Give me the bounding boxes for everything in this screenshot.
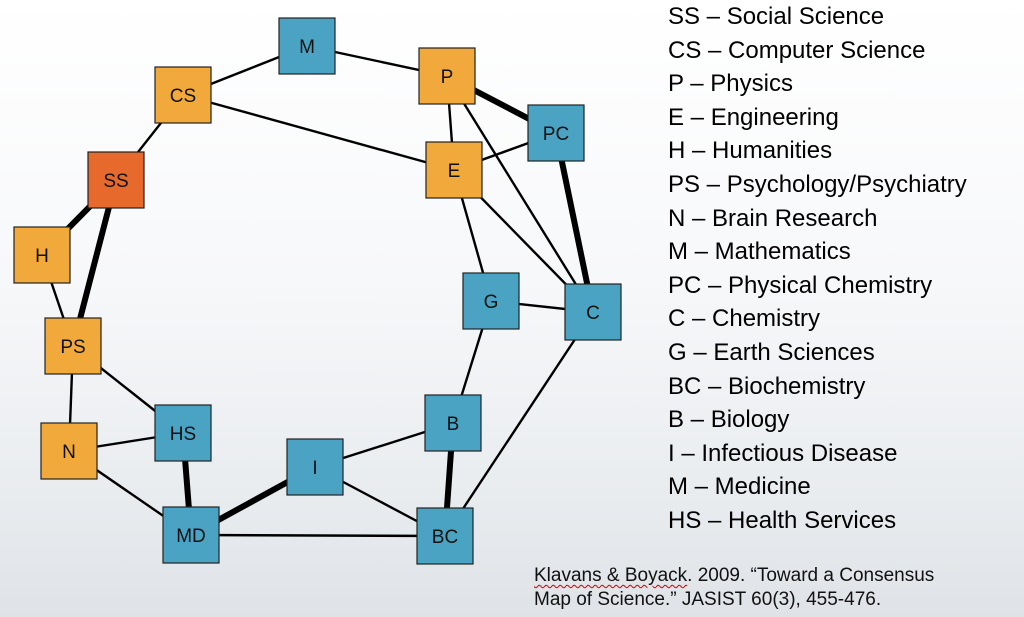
node-box-c (564, 283, 622, 341)
legend-item-bc: BC – Biochemistry (668, 372, 866, 400)
node-m: M (278, 17, 336, 75)
node-label-b: B (447, 414, 460, 435)
node-h: H (13, 226, 71, 284)
citation: Klavans & Boyack. 2009. “Toward a Consen… (534, 564, 1014, 612)
node-label-bc: BC (432, 527, 458, 548)
node-box-pc (527, 104, 585, 162)
node-box-b (424, 394, 482, 452)
node-b: B (424, 394, 482, 452)
node-hs: HS (154, 404, 212, 462)
node-pc: PC (527, 104, 585, 162)
edge-cs-e (181, 93, 456, 172)
legend-item-n: N – Brain Research (668, 204, 878, 232)
node-label-md: MD (176, 526, 206, 547)
node-label-h: H (35, 246, 49, 267)
legend-item-c: C – Chemistry (668, 305, 821, 333)
node-box-n (40, 422, 98, 480)
node-box-md (162, 506, 220, 564)
node-label-ps: PS (60, 337, 85, 358)
legend-item-b: B – Biology (668, 406, 790, 434)
node-label-hs: HS (170, 424, 196, 445)
node-box-i (286, 438, 344, 496)
node-ps: PS (44, 317, 102, 375)
node-box-p (418, 47, 476, 105)
edge-p-c (445, 74, 595, 314)
node-ss: SS (87, 151, 145, 209)
legend-item-e: E – Engineering (668, 103, 839, 131)
edge-pc-c (553, 130, 596, 315)
node-label-m: M (299, 37, 315, 58)
node-md: MD (162, 506, 220, 564)
science-map-diagram: M CS P PC E SS H PS G C B HS N I MD BC (13, 17, 622, 565)
legend-item-hs: HS – Health Services (668, 506, 897, 534)
node-label-pc: PC (543, 124, 569, 145)
node-c: C (564, 283, 622, 341)
legend-item-p: P – Physics (668, 70, 793, 98)
citation-authors: Klavans & Boyack (534, 565, 688, 586)
edge-md-bc (189, 533, 447, 538)
node-box-hs (154, 404, 212, 462)
node-label-ss: SS (103, 171, 128, 192)
node-e: E (425, 141, 483, 199)
node-box-g (462, 272, 520, 330)
node-label-c: C (586, 303, 600, 324)
legend-item-ps: PS – Psychology/Psychiatry (668, 170, 967, 198)
node-box-ps (44, 317, 102, 375)
node-n: N (40, 422, 98, 480)
legend: SS – Social Science CS – Computer Scienc… (668, 0, 967, 538)
citation-line1-rest: . 2009. “Toward a Consensus (687, 565, 935, 586)
node-box-m (278, 17, 336, 75)
node-box-h (13, 226, 71, 284)
node-p: P (418, 47, 476, 105)
node-box-ss (87, 151, 145, 209)
node-label-n: N (62, 442, 76, 463)
node-box-bc (416, 507, 474, 565)
node-layer: M CS P PC E SS H PS G C B HS N I MD BC (13, 17, 622, 565)
legend-item-md: M – Medicine (668, 473, 811, 501)
node-i: I (286, 438, 344, 496)
legend-item-m: M – Mathematics (668, 238, 851, 266)
legend-item-i: I – Infectious Disease (668, 439, 898, 467)
node-box-cs (154, 66, 212, 124)
node-g: G (462, 272, 520, 330)
edge-c-bc (443, 310, 595, 538)
node-label-i: I (312, 458, 317, 479)
legend-item-cs: CS – Computer Science (668, 36, 926, 64)
node-label-cs: CS (170, 86, 196, 107)
legend-item-h: H – Humanities (668, 137, 833, 165)
citation-line2: Map of Science.” JASIST 60(3), 455-476. (534, 589, 882, 610)
node-label-p: P (441, 67, 454, 88)
node-label-g: G (484, 292, 499, 313)
legend-item-ss: SS – Social Science (668, 3, 885, 30)
node-bc: BC (416, 507, 474, 565)
node-cs: CS (154, 66, 212, 124)
node-box-e (425, 141, 483, 199)
legend-item-pc: PC – Physical Chemistry (668, 271, 933, 299)
node-label-e: E (448, 161, 461, 182)
legend-item-g: G – Earth Sciences (668, 338, 875, 366)
